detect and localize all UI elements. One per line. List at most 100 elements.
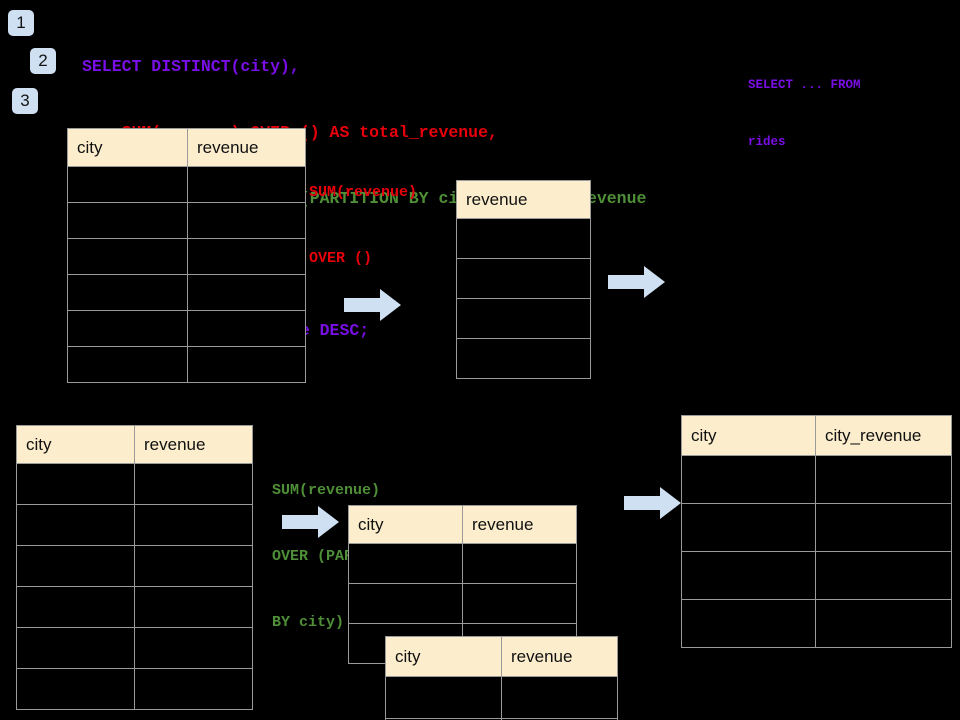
table-cell bbox=[462, 583, 577, 624]
table-cell bbox=[456, 338, 591, 379]
table-header-row: revenue bbox=[456, 180, 591, 219]
column-header-revenue: revenue bbox=[456, 180, 591, 219]
table-cell bbox=[681, 599, 816, 648]
table-cell bbox=[187, 274, 306, 311]
table-cell bbox=[187, 346, 306, 383]
annotation-city-revenue-line-3: BY city) bbox=[272, 614, 345, 631]
table-cell bbox=[16, 586, 135, 628]
step-badge-1: 1 bbox=[8, 10, 34, 36]
table-row bbox=[16, 504, 253, 546]
table-row bbox=[681, 455, 952, 504]
table-cell bbox=[348, 543, 463, 584]
column-header-city: city bbox=[385, 636, 502, 677]
table-cell bbox=[16, 668, 135, 710]
table-cell bbox=[385, 676, 502, 719]
table-row bbox=[16, 668, 253, 710]
table-cell bbox=[187, 310, 306, 347]
table-cell bbox=[815, 455, 952, 504]
side-note-line-1: SELECT ... FROM bbox=[748, 78, 861, 92]
table-cell bbox=[67, 274, 188, 311]
table-row bbox=[16, 586, 253, 628]
table-cell bbox=[134, 545, 253, 587]
column-header-revenue: revenue bbox=[501, 636, 618, 677]
table-cell bbox=[456, 258, 591, 299]
table-row bbox=[67, 310, 306, 347]
table-cell bbox=[681, 455, 816, 504]
side-note-select-from-rides: SELECT ... FROM rides bbox=[748, 38, 861, 190]
table-cell bbox=[134, 627, 253, 669]
table-cell bbox=[16, 545, 135, 587]
arrow-source-to-total bbox=[344, 288, 402, 322]
arrow-source-to-partition bbox=[282, 505, 340, 539]
step-badge-2: 2 bbox=[30, 48, 56, 74]
table-row bbox=[456, 338, 591, 379]
table-cell bbox=[134, 586, 253, 628]
table-cell bbox=[67, 202, 188, 239]
table-cell bbox=[815, 503, 952, 552]
table-row bbox=[456, 218, 591, 259]
table-row bbox=[385, 676, 618, 719]
table-cell bbox=[134, 463, 253, 505]
column-header-revenue: revenue bbox=[187, 128, 306, 167]
table-row bbox=[67, 346, 306, 383]
table-cell bbox=[501, 676, 618, 719]
table-cell bbox=[134, 504, 253, 546]
table-row bbox=[16, 463, 253, 505]
table-cell bbox=[187, 166, 306, 203]
annotation-total-revenue-line-2: OVER () bbox=[309, 250, 373, 267]
step-badge-3: 3 bbox=[12, 88, 38, 114]
annotation-city-revenue: SUM(revenue) OVER (PARTITION BY city) bbox=[272, 436, 407, 678]
table-row bbox=[456, 258, 591, 299]
table-row bbox=[681, 551, 952, 600]
table-cell bbox=[815, 599, 952, 648]
column-header-city: city bbox=[67, 128, 188, 167]
table-cell bbox=[348, 583, 463, 624]
table-cell bbox=[456, 218, 591, 259]
column-header-city: city bbox=[16, 425, 135, 464]
table-cell bbox=[187, 238, 306, 275]
sql-line-select: SELECT DISTINCT(city), bbox=[82, 57, 300, 76]
table-row bbox=[16, 545, 253, 587]
arrow-total-to-result bbox=[608, 265, 666, 299]
table-cell bbox=[456, 298, 591, 339]
table-cell bbox=[16, 627, 135, 669]
table-cell bbox=[16, 504, 135, 546]
side-note-line-2: rides bbox=[748, 135, 786, 149]
table-cell bbox=[134, 668, 253, 710]
column-header-city_revenue: city_revenue bbox=[815, 415, 952, 456]
table-cell bbox=[501, 718, 618, 720]
table-row bbox=[67, 274, 306, 311]
table-row bbox=[681, 599, 952, 648]
table-row bbox=[385, 718, 618, 720]
table-row bbox=[67, 166, 306, 203]
table-row bbox=[16, 627, 253, 669]
table-cell bbox=[187, 202, 306, 239]
table-total-revenue: revenue bbox=[456, 180, 591, 379]
table-cell bbox=[67, 346, 188, 383]
table-cell bbox=[67, 310, 188, 347]
arrow-partition-to-result bbox=[624, 486, 682, 520]
column-header-city: city bbox=[348, 505, 463, 544]
table-cell bbox=[67, 238, 188, 275]
table-cell bbox=[681, 551, 816, 600]
table-cell bbox=[681, 503, 816, 552]
column-header-city: city bbox=[681, 415, 816, 456]
table-cell bbox=[67, 166, 188, 203]
annotation-city-revenue-line-1: SUM(revenue) bbox=[272, 482, 381, 499]
column-header-revenue: revenue bbox=[462, 505, 577, 544]
table-cell bbox=[16, 463, 135, 505]
table-row bbox=[348, 543, 577, 584]
table-cell bbox=[462, 543, 577, 584]
table-row bbox=[456, 298, 591, 339]
annotation-total-revenue: SUM(revenue) OVER () bbox=[309, 138, 417, 314]
